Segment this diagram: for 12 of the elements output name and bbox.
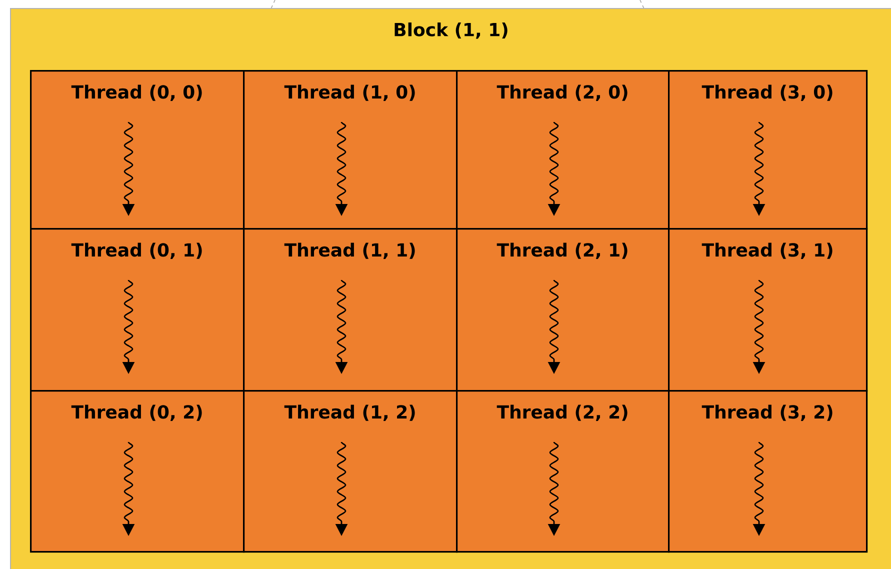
thread-cell: Thread (0, 2) [30, 390, 245, 553]
thread-cell: Thread (2, 0) [456, 70, 670, 230]
thread-cell: Thread (1, 0) [243, 70, 458, 230]
thread-cell: Thread (0, 1) [30, 228, 245, 392]
thread-cell: Thread (1, 2) [243, 390, 458, 553]
thread-cell: Thread (2, 2) [456, 390, 670, 553]
thread-cell: Thread (3, 1) [668, 228, 868, 392]
thread-cell: Thread (3, 0) [668, 70, 868, 230]
thread-cell: Thread (1, 1) [243, 228, 458, 392]
thread-cell: Thread (3, 2) [668, 390, 868, 553]
thread-cell: Thread (0, 0) [30, 70, 245, 230]
thread-cell: Thread (2, 1) [456, 228, 670, 392]
